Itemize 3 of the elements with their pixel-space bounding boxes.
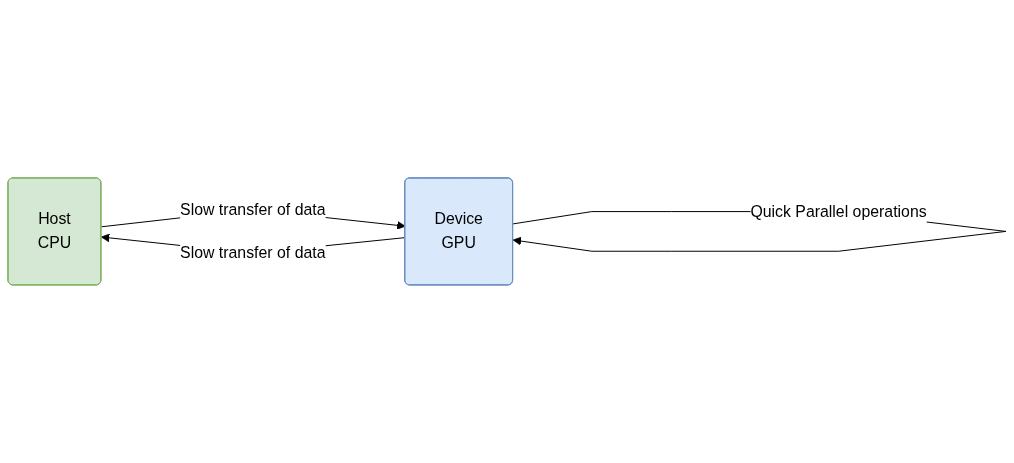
- edge-label: Quick Parallel operations: [750, 202, 927, 220]
- edge-label: Slow transfer of data: [180, 244, 326, 262]
- edge-label: Slow transfer of data: [180, 200, 326, 218]
